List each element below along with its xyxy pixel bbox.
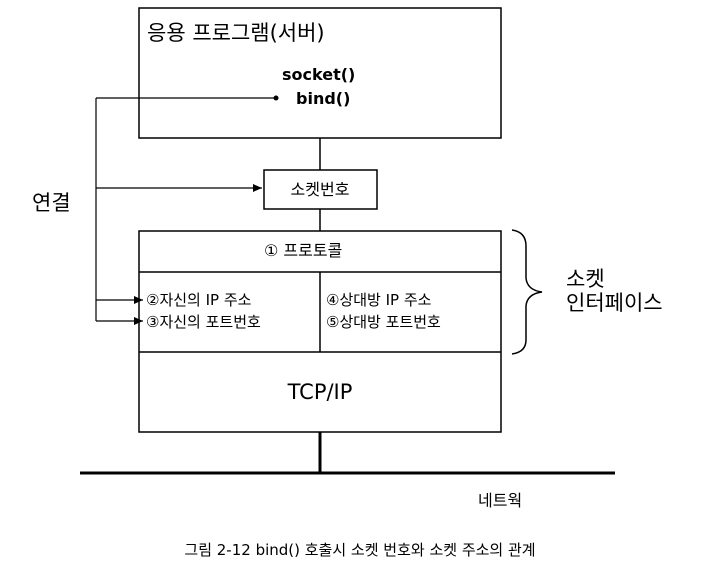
brace-label-interface: 인터페이스 (566, 291, 663, 315)
network-label: 네트웍 (478, 491, 522, 510)
brace-label-socket: 소켓 (566, 267, 605, 291)
remote-ip-label: ④상대방 IP 주소 (326, 291, 432, 309)
local-ip-label: ②자신의 IP 주소 (146, 291, 252, 309)
protocol-label: ① 프로토콜 (264, 241, 342, 260)
remote-port-label: ⑤상대방 포트번호 (326, 313, 441, 331)
local-port-label: ③자신의 포트번호 (146, 313, 261, 331)
figure-caption: 그림 2-12 bind() 호출시 소켓 번호와 소켓 주소의 관계 (184, 541, 535, 559)
application-title: 응용 프로그램(서버) (147, 21, 325, 45)
tcpip-label: TCP/IP (287, 380, 353, 404)
socket-interface-brace (511, 229, 543, 355)
socket-call-label: socket() (282, 65, 355, 84)
connection-label: 연결 (32, 191, 71, 215)
socket-number-label: 소켓번호 (291, 180, 350, 199)
bind-call-label: bind() (296, 89, 350, 108)
